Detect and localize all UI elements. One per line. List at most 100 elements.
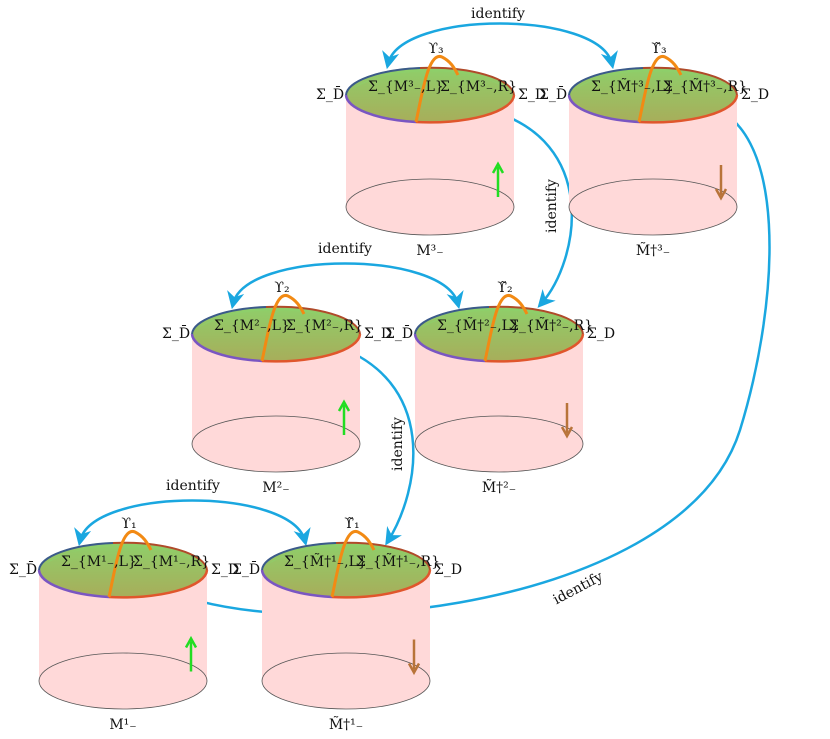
identify-connectors: identify identify identify identify iden… (74, 6, 771, 616)
right-region-label: Σ_{M²₋,R} (286, 318, 363, 334)
dividing-curve (330, 530, 376, 598)
top-curve-label: ϒ̃₂ (497, 280, 512, 296)
right-region-label: Σ_{M̃†³₋,R} (663, 77, 747, 95)
up-arrow-icon (184, 635, 198, 649)
dividing-curve (483, 294, 529, 362)
top-curve-label: ϒ₃ (428, 41, 443, 57)
cylinder-dome (198, 307, 354, 328)
left-boundary-label: Σ_D̄ (9, 560, 37, 578)
bottom-label: M¹₋ (109, 717, 136, 733)
left-rim (567, 94, 640, 124)
right-boundary-label: Σ_D (518, 87, 546, 103)
dividing-curve (107, 530, 153, 598)
top-curve-label: ϒ₁ (121, 516, 136, 532)
left-rim (37, 569, 110, 599)
dividing-curve (414, 55, 460, 123)
identify-arrow-top-row (382, 22, 618, 70)
right-rim-back (488, 305, 584, 335)
right-boundary-label: Σ_D (434, 562, 462, 578)
identify-label-mt3-to-m1: identify (551, 569, 606, 608)
back-rim-left (261, 542, 337, 571)
down-arrow-icon (407, 662, 421, 676)
up-arrow-icon (491, 161, 505, 174)
left-boundary-label: Σ_D̄ (316, 85, 344, 103)
right-rim-front (108, 569, 209, 599)
back-rim-left (568, 67, 644, 96)
cylinder-dome (575, 68, 731, 89)
back-rim-left (191, 306, 267, 335)
bottom-label: M²₋ (262, 480, 289, 496)
cylinder-bottom (345, 178, 515, 236)
cylinder-bottom (191, 415, 361, 473)
cylinder-top-surface (39, 542, 207, 598)
identify-label-m2-to-mt1: identify (390, 417, 406, 471)
left-region-label: Σ_{M¹₋,L} (61, 554, 137, 570)
identify-arrow-middle-row (227, 262, 464, 310)
right-region-label: Σ_{M¹₋,R} (133, 554, 210, 570)
bottom-label: M̃†¹₋ (329, 715, 363, 733)
right-rim-back (642, 66, 738, 96)
right-rim-front (415, 94, 516, 124)
right-rim-back (112, 541, 208, 571)
cylinder-top-surface (262, 542, 430, 598)
right-region-label: Σ_{M³₋,R} (440, 79, 517, 95)
right-boundary-label: Σ_D (587, 326, 615, 342)
cylinder-mt1: ϒ̃₁Σ_{M̃†¹₋,L}Σ_{M̃†¹₋,R}Σ_D̄Σ_DM̃†¹₋ (232, 516, 462, 733)
left-rim (344, 94, 417, 124)
right-region-label: Σ_{M̃†²₋,R} (509, 316, 593, 334)
left-boundary-label: Σ_D̄ (385, 324, 413, 342)
cylinder-bottom (568, 178, 738, 236)
right-boundary-label: Σ_D (364, 326, 392, 342)
cylinder-dome (268, 543, 424, 564)
cylinder-dome (45, 543, 201, 564)
right-rim-front (484, 333, 585, 363)
left-rim (413, 333, 486, 363)
cylinder-dome (352, 68, 508, 89)
identify-label-middle-row: identify (318, 241, 372, 257)
top-curve-label: ϒ̃₃ (651, 41, 666, 57)
right-boundary-label: Σ_D (741, 87, 769, 103)
back-rim-left (38, 542, 114, 571)
down-arrow-icon (560, 426, 574, 439)
right-boundary-label: Σ_D (211, 562, 239, 578)
bottom-label: M̃†³₋ (636, 241, 670, 259)
left-rim (190, 333, 263, 363)
left-boundary-label: Σ_D̄ (539, 85, 567, 103)
cylinder-top-surface (346, 67, 514, 123)
right-rim-front (331, 569, 432, 599)
left-boundary-label: Σ_D̄ (232, 560, 260, 578)
right-rim-front (638, 94, 739, 124)
cylinder-mt3: ϒ̃₃ Σ_{M̃†³₋,L}Σ_{M̃†³₋,R} Σ_D̄ Σ_D M̃†³₋ (539, 41, 769, 259)
top-curve-label: ϒ₂ (274, 280, 289, 296)
back-rim-left (414, 306, 490, 335)
cylinder-m1: ϒ₁ Σ_{M¹₋,L}Σ_{M¹₋,R} Σ_D̄ Σ_D M¹₋ (9, 516, 239, 733)
cylinder-bottom (261, 652, 431, 710)
cylinder-bottom (38, 652, 208, 710)
right-rim-back (419, 66, 515, 96)
cylinder-m3: ϒ₃Σ_{M³₋,L}Σ_{M³₋,R}Σ_D̄Σ_DM³₋ (316, 41, 546, 259)
identify-label-m3-to-mt2: identify (544, 179, 560, 233)
left-region-label: Σ_{M³₋,L} (368, 79, 444, 95)
back-rim-left (345, 67, 421, 96)
up-arrow-icon (337, 399, 351, 412)
dividing-curve (637, 55, 683, 123)
cylinder-bottom (414, 415, 584, 473)
identify-label-top-row: identify (471, 6, 525, 22)
cylinder-top-surface (569, 67, 737, 123)
dividing-curve (260, 294, 306, 362)
left-region-label: Σ_{M̃†²₋,L} (437, 316, 520, 334)
right-rim-back (335, 541, 431, 571)
left-boundary-label: Σ_D̄ (162, 324, 190, 342)
top-curve-label: ϒ̃₁ (344, 516, 359, 532)
identify-arrow-bottom-row (74, 499, 311, 547)
identify-label-bottom-row: identify (166, 478, 220, 494)
cylinder-mt2: ϒ̃₂ Σ_{M̃†²₋,L}Σ_{M̃†²₋,R} Σ_D̄ Σ_D M̃†²₋ (385, 280, 615, 496)
left-region-label: Σ_{M̃†³₋,L} (591, 77, 674, 95)
right-rim-back (265, 305, 361, 335)
right-region-label: Σ_{M̃†¹₋,R} (356, 552, 440, 570)
bottom-label: M̃†²₋ (482, 478, 516, 496)
cylinder-top-surface (192, 306, 360, 362)
cylinder-dome (421, 307, 577, 328)
cylinder-top-surface (415, 306, 583, 362)
